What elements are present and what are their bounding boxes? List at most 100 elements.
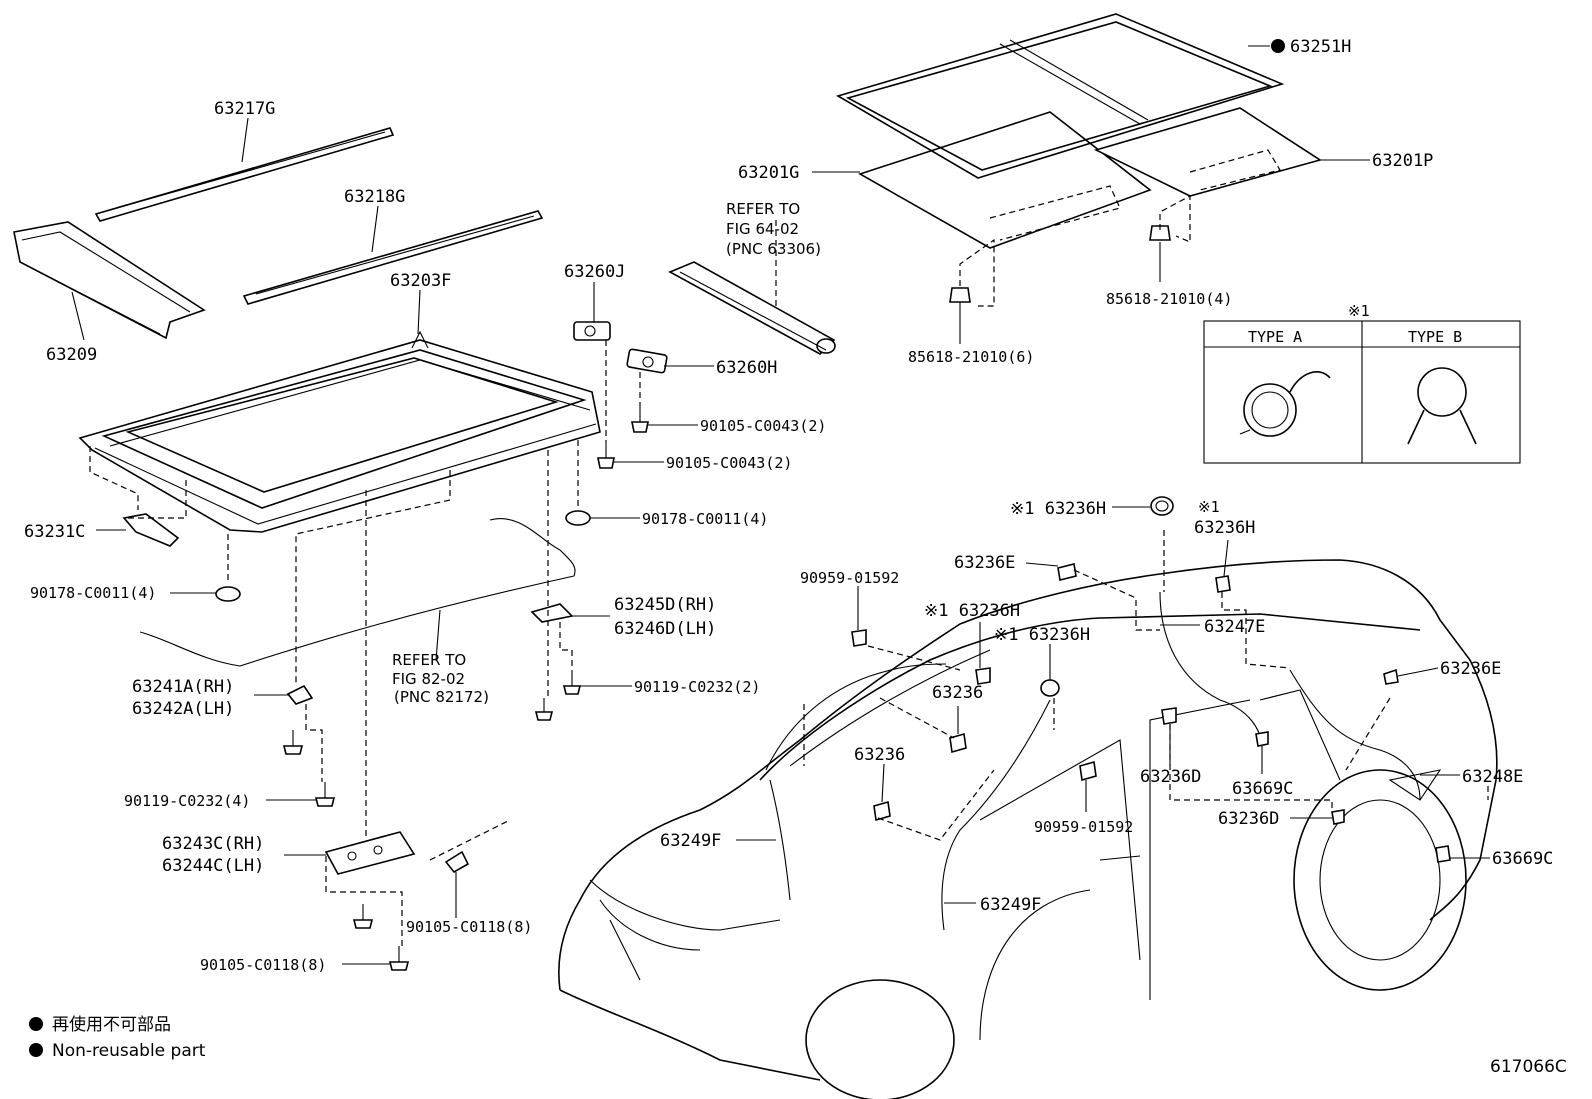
label-63244C: 63244C(LH) [162,856,264,876]
deflector-63209 [13,221,206,340]
drain-hose-front [139,518,576,667]
clip-63669C-a [1255,731,1269,747]
legend-jp: 再使用不可部品 [52,1014,171,1035]
part-labels: 63217G 63218G 63209 63203F 63260J 63260H… [24,37,1553,974]
refer-fig-64-line3: (PNC 63306) [726,240,821,258]
leader-lines [71,45,1490,965]
label-90105-C0043-b: 90105-C0043(2) [666,454,792,472]
label-90119-C0232-r: 90119-C0232(2) [634,678,760,696]
label-63249F-b: 63249F [980,895,1041,915]
label-85618-6: 85618-21010(6) [908,348,1034,366]
label-63260H: 63260H [716,358,777,378]
label-63236E-b: 63236E [1440,659,1501,679]
bolt-90105-C0043-b [597,442,615,469]
clip-type-b-icon [1407,367,1477,445]
clip-63669C-b [1435,845,1451,863]
label-90119-C0232-l: 90119-C0232(4) [124,792,250,810]
drain-hose-63248E [1289,669,1421,801]
label-63231C: 63231C [24,522,85,542]
label-63236H-a: ※1 63236H [1010,499,1106,519]
clip-63236E-top [1057,563,1077,581]
bracket-63241A [286,684,314,705]
motor-63260H [626,348,668,374]
label-90178-C0011-l: 90178-C0011(4) [30,584,156,602]
label-63241A: 63241A(RH) [132,677,234,697]
drain-hose-63249F-side [941,699,1051,931]
roof-molding-63218G [242,210,544,305]
label-63243C: 63243C(RH) [162,834,264,854]
bolt-90119-C0232-l2 [314,782,336,807]
clip-63236D-a [1161,707,1177,725]
vehicle-body [558,559,1498,1099]
label-63236H-b: 63236H [1194,518,1255,538]
label-63201P: 63201P [1372,151,1433,171]
label-63236H-d: ※1 63236H [994,625,1090,645]
label-85618-4: 85618-21010(4) [1106,290,1232,308]
label-63236-b: 63236 [854,745,905,765]
clip-90959-a [851,629,867,647]
label-63247E: 63247E [1204,617,1265,637]
label-63236D-a: 63236D [1140,767,1201,787]
bolt-90105-C0118-mid [352,904,374,929]
type-b-header: TYPE B [1408,328,1462,346]
glass-front-63201G [858,111,1152,249]
drain-hose-63247E [1159,591,1263,745]
non-reusable-dot-icon [1271,39,1285,53]
bolt-90105-C0118-r [444,850,470,874]
sunroof-frame-63203F [78,330,601,533]
label-63218G: 63218G [344,187,405,207]
motor-63260J [573,321,611,341]
label-63236H-b-mark: ※1 [1198,498,1220,516]
nut-90178-C0011-l [215,586,241,602]
type-table: ※1 TYPE A TYPE B [1203,302,1521,464]
label-63242A: 63242A(LH) [132,699,234,719]
clip-type-a-icon [1239,371,1331,437]
clip-85618-4 [1149,225,1171,241]
clip-63236-a [949,732,967,754]
bracket-63231C [122,513,180,547]
refer-fig-64-line2: FIG 64-02 [726,220,799,238]
label-63260J: 63260J [564,262,625,282]
legend: 再使用不可部品 Non-reusable part [29,1014,206,1061]
bolt-90119-C0232-mid [534,698,554,721]
label-90105-C0118-r: 90105-C0118(8) [406,918,532,936]
type-table-mark: ※1 [1348,302,1370,320]
label-63236D-b: 63236D [1218,809,1279,829]
label-90959-01592-b: 90959-01592 [1034,818,1133,836]
label-63249F-a: 63249F [660,831,721,851]
figure-id: 617066C [1490,1057,1567,1077]
bolt-90105-C0043-a [631,405,649,433]
label-90178-C0011-r: 90178-C0011(4) [642,510,768,528]
weatherstrip-63251H [836,13,1285,179]
bolt-90119-C0232-l1 [282,730,304,755]
bracket-63243C [324,831,416,875]
label-63203F: 63203F [390,271,451,291]
clip-63236-b [873,800,891,822]
label-63669C-a: 63669C [1232,779,1293,799]
refer-fig-82-line2: FIG 82-02 [392,670,465,688]
label-90105-C0043-a: 90105-C0043(2) [700,417,826,435]
nut-90178-C0011-r [565,510,591,526]
clip-63236D-b [1331,809,1345,825]
label-90959-01592-a: 90959-01592 [800,569,899,587]
clip-85618-6 [949,287,971,303]
label-63251H: 63251H [1290,37,1351,57]
sunshade-roll-ref [668,261,836,355]
label-90105-C0118-l: 90105-C0118(8) [200,956,326,974]
label-63246D: 63246D(LH) [614,619,716,639]
label-63209: 63209 [46,345,97,365]
label-63245D: 63245D(RH) [614,595,716,615]
legend-en: Non-reusable part [52,1041,206,1061]
label-63236-a: 63236 [932,683,983,703]
clip-63236H-top [1150,496,1174,516]
type-a-header: TYPE A [1248,328,1302,346]
clip-63236H-mid [975,667,991,685]
bolt-90105-C0118-l [388,946,410,971]
refer-fig-82-line3: (PNC 82172) [394,688,489,706]
label-63201G: 63201G [738,163,799,183]
bracket-63245D [530,603,574,623]
label-63236E-a: 63236E [954,553,1015,573]
label-63217G: 63217G [214,99,275,119]
label-63236H-c: ※1 63236H [924,601,1020,621]
